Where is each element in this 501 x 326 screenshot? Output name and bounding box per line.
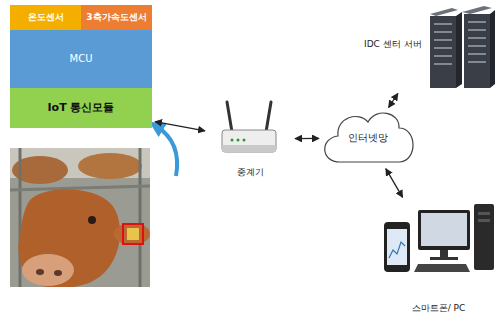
connector-arrow [386,169,403,198]
server-icon [430,6,495,88]
connector-arrow [295,138,319,140]
sensor-box: 온도센서 [10,5,81,30]
router-node: 중계기 [208,96,292,182]
comm-module-band: IoT 통신모듈 [10,88,152,128]
node-label: MCU [70,53,93,65]
node-label: IDC 센터 서버 [362,39,424,50]
phone-pc-icon [384,204,494,272]
cloud-node: 인터넷망 [322,110,414,166]
node-label: 중계기 [235,167,266,178]
node-label: IoT 통신모듈 [48,101,115,114]
node-label: 온도센서 [28,12,64,23]
cloud-shape [325,113,413,162]
device-node: 스마트폰/ PC [380,200,497,318]
mcu-band: MCU [10,30,152,88]
connector-arrow [389,94,398,108]
server-node: IDC 센터 서버 [362,5,495,91]
sensor-box: 3축가속도센서 [81,5,152,30]
node-label: 인터넷망 [346,132,390,144]
connector-arrow [155,122,205,131]
cow-photo [10,148,150,287]
curved-arrow [156,126,177,176]
router-icon [222,102,276,152]
node-label: 스마트폰/ PC [410,303,468,314]
node-label: 3축가속도센서 [86,12,146,23]
